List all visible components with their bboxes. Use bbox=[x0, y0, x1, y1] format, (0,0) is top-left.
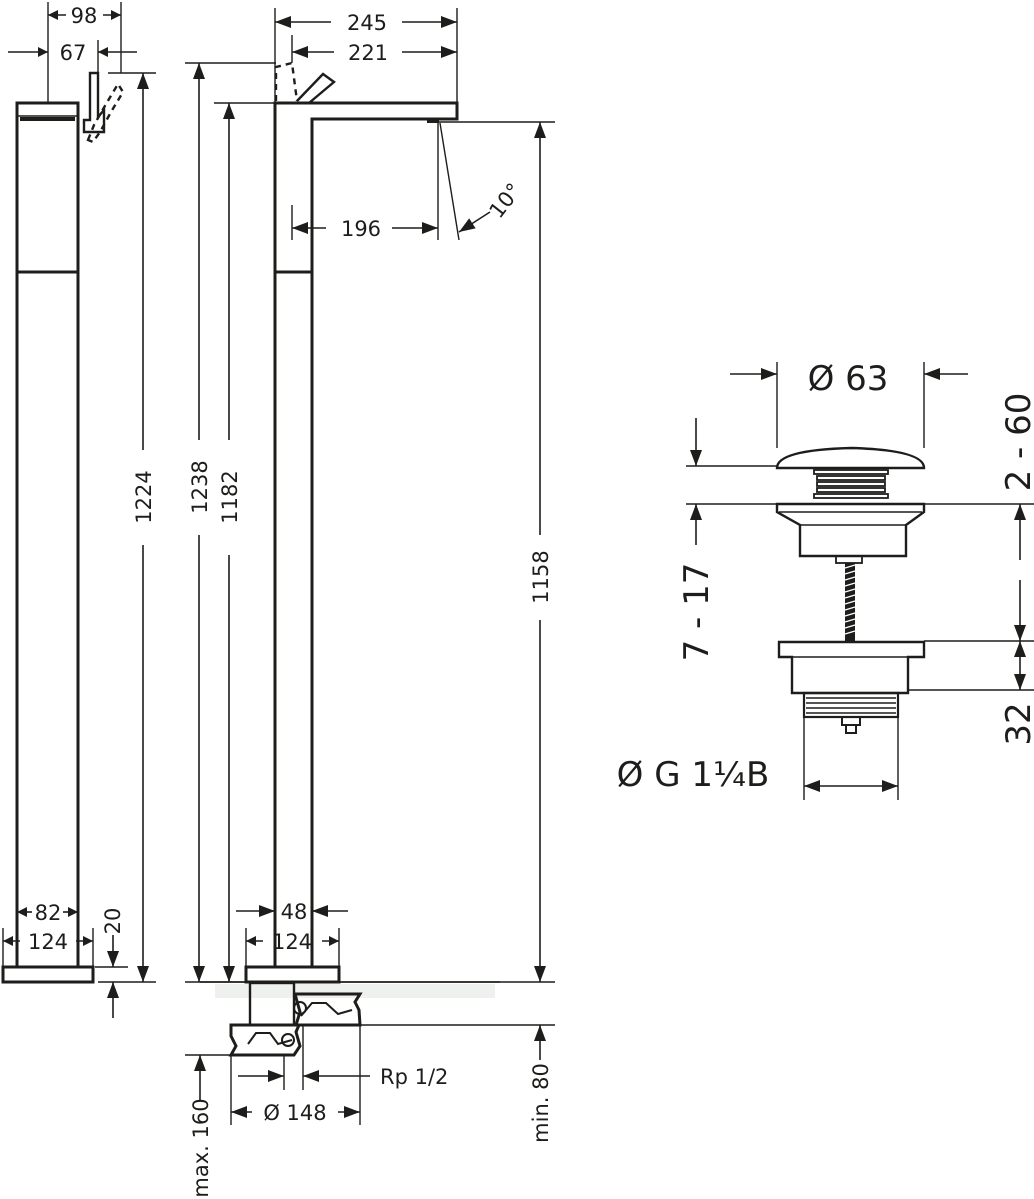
waste-dimensions bbox=[686, 362, 1034, 800]
front-lever bbox=[82, 71, 125, 144]
side-underfloor-body bbox=[228, 981, 363, 1057]
side-max-depth-label: max. 160 bbox=[189, 1098, 213, 1197]
side-rosette-diameter-label: Ø 148 bbox=[263, 1101, 326, 1125]
waste-body-height-label: 32 bbox=[999, 702, 1034, 745]
front-view: 98 67 1224 82 124 20 bbox=[1, 2, 156, 1018]
side-connection-label: Rp 1/2 bbox=[380, 1065, 448, 1089]
side-view: 245 221 1238 1182 196 10° 1158 48 124 Rp… bbox=[185, 8, 555, 1198]
front-base-plate bbox=[1, 965, 95, 984]
waste-plug-thread bbox=[813, 469, 889, 499]
waste-plug-cap bbox=[775, 446, 926, 470]
waste-thread bbox=[802, 691, 900, 719]
side-handle bbox=[274, 61, 336, 104]
side-spout-angle-label: 10° bbox=[485, 179, 527, 223]
waste-plug-diameter-label: Ø 63 bbox=[808, 359, 889, 399]
side-spout-projection-label: 196 bbox=[341, 217, 381, 241]
side-base-width-label: 124 bbox=[272, 930, 312, 954]
front-base-width-label: 124 bbox=[28, 930, 68, 954]
front-dimensions bbox=[2, 2, 156, 1018]
side-height-overall-label: 1238 bbox=[188, 460, 212, 513]
side-spout-reach-label: 245 bbox=[347, 11, 387, 35]
waste-clamp-range-label: 7 - 17 bbox=[677, 563, 717, 662]
front-column-width-label: 82 bbox=[35, 901, 62, 925]
waste-flange bbox=[775, 502, 926, 558]
waste-plug-lift-label: 2 - 60 bbox=[999, 393, 1034, 492]
waste-body bbox=[777, 640, 926, 695]
side-dimensions bbox=[185, 8, 555, 1125]
waste-detail: Ø 63 2 - 60 7 - 17 32 Ø G 1¼B bbox=[617, 359, 1034, 800]
side-min-depth-label: min. 80 bbox=[529, 1063, 553, 1143]
side-spout-reach-inner-label: 221 bbox=[348, 41, 388, 65]
side-base-plate bbox=[244, 965, 341, 984]
front-total-height-label: 1224 bbox=[132, 470, 156, 523]
side-column-depth-label: 48 bbox=[281, 900, 308, 924]
side-column-spout bbox=[273, 101, 459, 967]
waste-thread-label: Ø G 1¼B bbox=[617, 755, 770, 795]
side-outlet-height-label: 1158 bbox=[529, 550, 553, 603]
front-lever-width-label: 98 bbox=[71, 4, 98, 28]
front-base-height-label: 20 bbox=[101, 908, 125, 935]
front-column bbox=[15, 101, 80, 969]
front-lever-offset-label: 67 bbox=[60, 41, 87, 65]
side-height-spout-top-label: 1182 bbox=[218, 470, 242, 523]
